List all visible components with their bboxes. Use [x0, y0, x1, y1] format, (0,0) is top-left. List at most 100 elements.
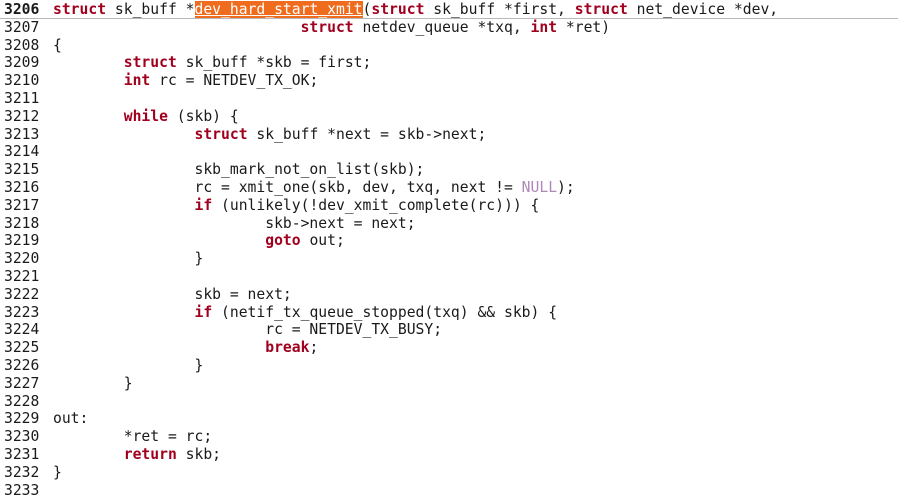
code-token: } — [53, 463, 62, 481]
code-text[interactable]: } — [50, 250, 898, 267]
code-line[interactable]: 3223 if (netif_tx_queue_stopped(txq) && … — [0, 304, 898, 322]
code-line[interactable]: 3209 struct sk_buff *skb = first; — [0, 54, 898, 72]
code-token: } — [53, 250, 204, 268]
code-token: { — [53, 36, 62, 54]
code-line[interactable]: 3217 if (unlikely(!dev_xmit_complete(rc)… — [0, 197, 898, 215]
code-text[interactable]: } — [50, 357, 898, 374]
code-text[interactable]: } — [50, 464, 898, 481]
code-line[interactable]: 3210 int rc = NETDEV_TX_OK; — [0, 72, 898, 90]
code-token — [53, 126, 194, 143]
code-text[interactable] — [50, 268, 898, 285]
code-token: } — [53, 356, 204, 374]
code-line[interactable]: 3214 — [0, 143, 898, 161]
line-number: 3212 — [4, 107, 40, 125]
code-text[interactable]: struct netdev_queue *txq, int *ret) — [50, 19, 898, 36]
code-token — [53, 19, 301, 36]
code-text[interactable]: struct sk_buff *skb = first; — [50, 54, 898, 71]
code-line[interactable]: 3211 — [0, 90, 898, 108]
code-line[interactable]: 3220 } — [0, 250, 898, 268]
code-line[interactable]: 3225 break; — [0, 339, 898, 357]
code-line[interactable]: 3232} — [0, 464, 898, 482]
line-number: 3232 — [4, 463, 40, 481]
code-token: rc = NETDEV_TX_OK; — [150, 72, 319, 90]
code-text[interactable]: *ret = rc; — [50, 428, 898, 445]
code-text[interactable]: skb->next = next; — [50, 215, 898, 232]
code-text[interactable]: out: — [50, 410, 898, 427]
keyword-token: struct — [371, 1, 425, 18]
code-text[interactable] — [50, 143, 898, 160]
line-number: 3210 — [4, 72, 40, 90]
code-text[interactable] — [50, 482, 898, 499]
code-token: ); — [557, 178, 575, 196]
code-text[interactable]: rc = xmit_one(skb, dev, txq, next != NUL… — [50, 179, 898, 196]
code-token: sk_buff *skb = first; — [176, 54, 372, 72]
keyword-token: return — [123, 445, 177, 463]
code-token: skb->next = next; — [53, 214, 416, 232]
keyword-token: struct — [194, 125, 248, 143]
code-line[interactable]: 3212 while (skb) { — [0, 108, 898, 126]
code-line[interactable]: 3221 — [0, 268, 898, 286]
code-line[interactable]: 3233 — [0, 482, 898, 500]
code-line[interactable]: 3230 *ret = rc; — [0, 428, 898, 446]
code-line[interactable]: 3228 — [0, 393, 898, 411]
code-text[interactable]: skb_mark_not_on_list(skb); — [50, 161, 898, 178]
keyword-token: while — [123, 107, 168, 125]
keyword-token: struct — [300, 18, 354, 36]
keyword-token: struct — [53, 1, 107, 18]
code-line[interactable]: 3215 skb_mark_not_on_list(skb); — [0, 161, 898, 179]
line-number: 3209 — [4, 54, 40, 72]
line-number: 3207 — [4, 18, 40, 36]
keyword-token: if — [194, 303, 213, 321]
code-text[interactable]: skb = next; — [50, 286, 898, 303]
code-line[interactable]: 3213 struct sk_buff *next = skb->next; — [0, 126, 898, 144]
code-line[interactable]: 3216 rc = xmit_one(skb, dev, txq, next !… — [0, 179, 898, 197]
line-number: 3230 — [4, 428, 40, 446]
code-text[interactable]: while (skb) { — [50, 108, 898, 125]
code-token — [53, 72, 124, 89]
code-text[interactable]: } — [50, 375, 898, 392]
line-number: 3219 — [4, 232, 40, 250]
code-line[interactable]: 3208{ — [0, 37, 898, 55]
code-text[interactable]: if (unlikely(!dev_xmit_complete(rc))) { — [50, 197, 898, 214]
line-number: 3220 — [4, 250, 40, 268]
code-text[interactable]: goto out; — [50, 232, 898, 249]
keyword-token: if — [194, 196, 213, 214]
code-token: ; — [309, 339, 319, 357]
code-token: skb_mark_not_on_list(skb); — [53, 161, 425, 179]
code-token: netdev_queue *txq, — [353, 18, 531, 36]
code-line[interactable]: 3227 } — [0, 375, 898, 393]
keyword-token: goto — [265, 232, 301, 250]
keyword-token: int — [123, 72, 151, 90]
code-line[interactable]: 3219 goto out; — [0, 232, 898, 250]
line-number: 3223 — [4, 303, 40, 321]
code-text[interactable]: return skb; — [50, 446, 898, 463]
line-number: 3222 — [4, 285, 40, 303]
code-token: skb = next; — [53, 285, 292, 303]
keyword-token: struct — [574, 1, 628, 18]
code-text[interactable]: struct sk_buff *dev_hard_start_xmit(stru… — [50, 1, 898, 18]
code-text[interactable]: break; — [50, 339, 898, 356]
code-token: sk_buff *next = skb->next; — [247, 125, 487, 143]
code-line[interactable]: 3218 skb->next = next; — [0, 215, 898, 233]
code-line[interactable]: 3207 struct netdev_queue *txq, int *ret) — [0, 19, 898, 37]
code-line[interactable]: 3226 } — [0, 357, 898, 375]
code-token: (unlikely(!dev_xmit_complete(rc))) { — [212, 196, 540, 214]
code-text[interactable]: { — [50, 37, 898, 54]
code-line[interactable]: 3224 rc = NETDEV_TX_BUSY; — [0, 321, 898, 339]
code-text[interactable]: struct sk_buff *next = skb->next; — [50, 126, 898, 143]
code-token: } — [53, 374, 133, 392]
code-token: *ret) — [557, 18, 611, 36]
code-token — [53, 54, 124, 71]
code-text[interactable]: int rc = NETDEV_TX_OK; — [50, 72, 898, 89]
code-text[interactable] — [50, 393, 898, 410]
code-line[interactable]: 3231 return skb; — [0, 446, 898, 464]
line-number: 3216 — [4, 178, 40, 196]
code-line[interactable]: 3222 skb = next; — [0, 286, 898, 304]
code-text[interactable]: if (netif_tx_queue_stopped(txq) && skb) … — [50, 304, 898, 321]
code-text[interactable]: rc = NETDEV_TX_BUSY; — [50, 321, 898, 338]
code-token — [53, 304, 194, 321]
code-text[interactable] — [50, 90, 898, 107]
